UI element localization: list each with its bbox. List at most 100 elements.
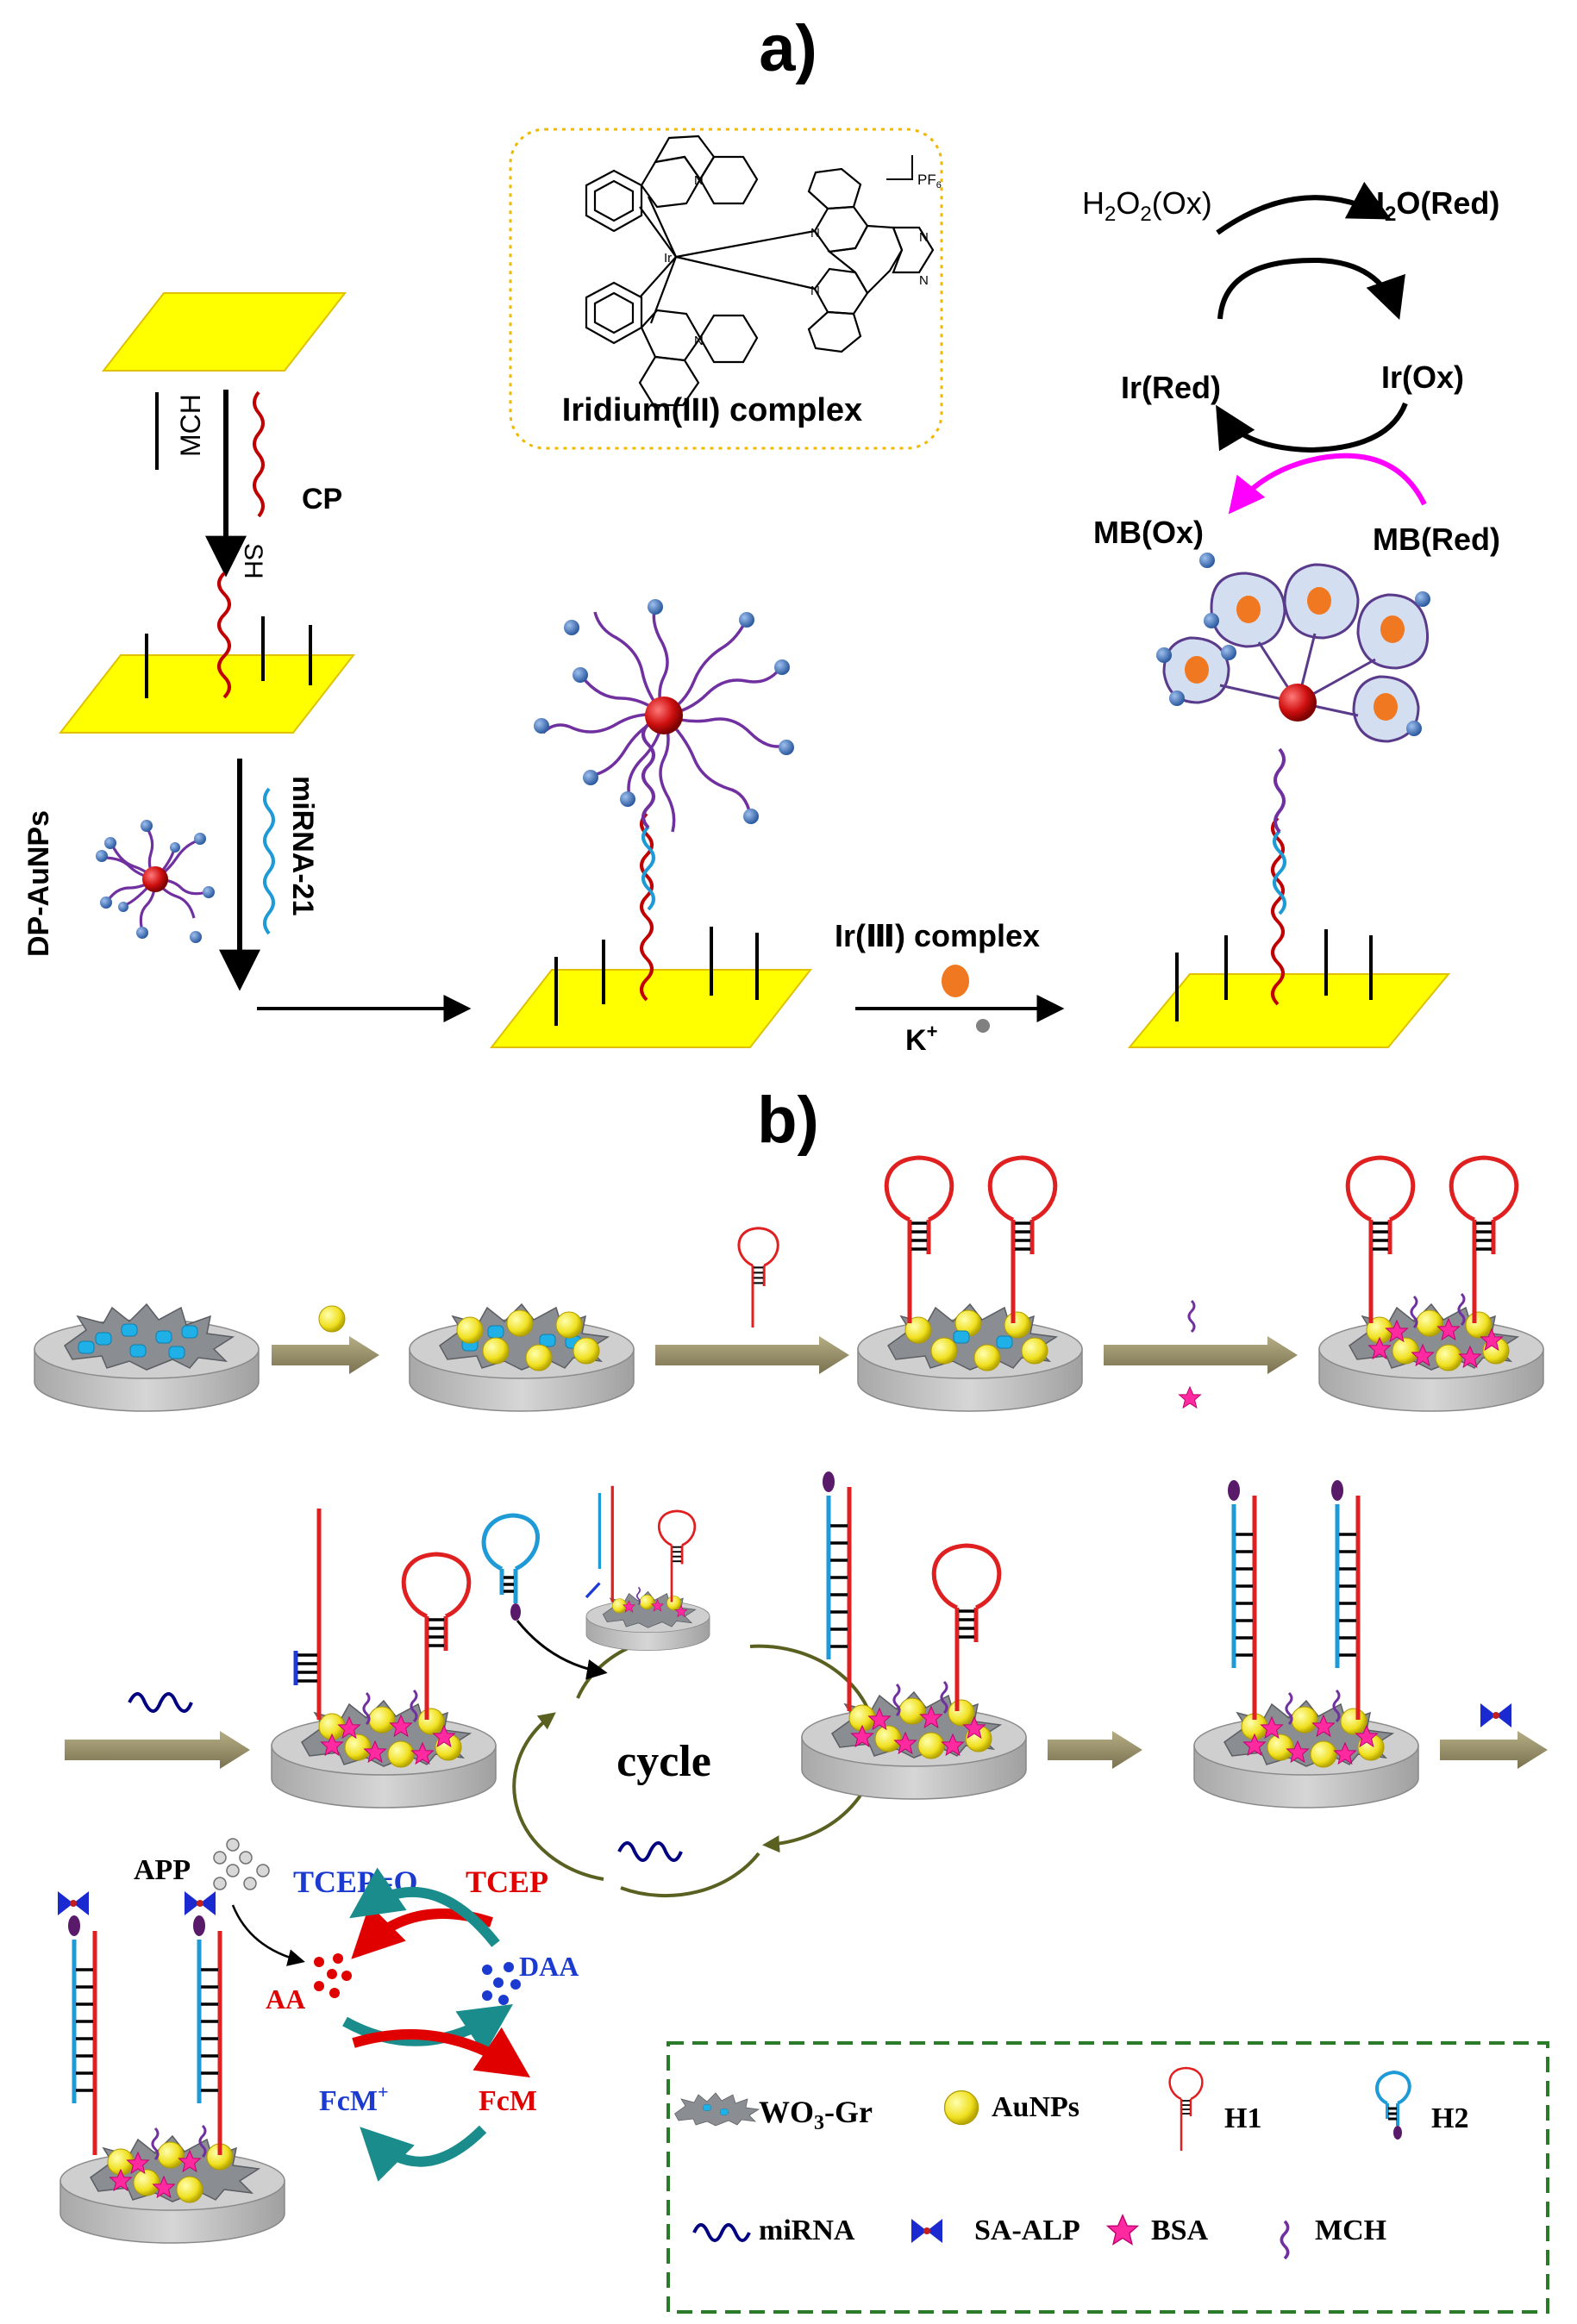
legend-box: WO3-Gr AuNPs H1 H2 miRNA SA-ALP BSA MCH (666, 2041, 1549, 2314)
electrode-step-aunps (409, 1303, 635, 1412)
fcm-teal-arrow (360, 2125, 487, 2182)
mch-layer-right (1175, 929, 1373, 1021)
legend-wo3gr-label: WO3-Gr (759, 2095, 873, 2134)
h2o2-label: H2O2(Ox) (1082, 185, 1212, 226)
aa-label: AA (266, 1984, 305, 2015)
legend-h1-icon (1168, 2066, 1204, 2152)
gold-electrode-bare (101, 292, 347, 372)
svg-text:N: N (919, 230, 929, 245)
svg-text:N: N (694, 334, 704, 348)
svg-text:N: N (694, 173, 704, 188)
k-plus-dot (976, 1019, 990, 1033)
svg-text:N: N (810, 226, 820, 241)
svg-text:N: N (919, 273, 929, 288)
olive-arrow-4 (65, 1731, 250, 1769)
electrode-final (59, 1915, 285, 2244)
mirna21-label: miRNA-21 (286, 776, 319, 915)
legend-sa-alp-label: SA-ALP (974, 2215, 1080, 2246)
mch-label: MCH (175, 394, 206, 457)
legend-sa-alp-icon (911, 2217, 961, 2245)
cp-probe (253, 390, 265, 518)
olive-arrow-1 (272, 1336, 379, 1374)
panel-b-label: b) (757, 1084, 819, 1157)
sh-label: SH (239, 543, 267, 579)
h2-reagent (481, 1513, 540, 1621)
catalytic-cycle: H2O2(Ox) H2O(Red) Ir(Red) Ir(Ox) MB(Ox) … (1082, 181, 1500, 557)
hybrid-duplex-right (1271, 816, 1285, 1006)
legend-mch-label: MCH (1315, 2215, 1386, 2246)
app-label: APP (134, 1854, 191, 1886)
dp-aunp-small (96, 820, 215, 943)
mb-ox-label: MB(Ox) (1093, 515, 1204, 550)
olive-arrow-2 (655, 1336, 849, 1374)
legend-mch-icon (1280, 2220, 1290, 2260)
iridium-complex-box: Ir N N N N N N PF6 Iridium(III) complex (509, 128, 943, 450)
electrode-step-h1 (857, 1158, 1083, 1412)
pf6-counterion: PF6 (917, 172, 942, 191)
h2-entry-arrow (516, 1620, 608, 1680)
app-to-aa-arrow (231, 1904, 305, 1966)
electrode-step-wo3gr (34, 1303, 260, 1412)
legend-bsa-label: BSA (1151, 2215, 1209, 2246)
ir-complex-dot (942, 965, 969, 997)
mirna21-strand (263, 787, 275, 935)
k-plus-label: K+ (905, 1021, 937, 1057)
cp-label: CP (302, 483, 342, 515)
legend-mirna-icon (692, 2223, 751, 2242)
mch-reagent (1187, 1299, 1196, 1334)
sa-alp-reagent (1480, 1702, 1530, 1729)
legend-h2-label: H2 (1431, 2102, 1468, 2134)
g-quadruplex-cluster (1156, 553, 1430, 743)
panel-a-label: a) (759, 12, 817, 85)
aunp-reagent (318, 1305, 346, 1333)
electrode-step-mirna-bound (271, 1509, 497, 1809)
gold-electrode-modified (58, 654, 356, 734)
legend-h2-icon (1375, 2070, 1411, 2140)
sa-alp-bound (58, 1890, 235, 1917)
olive-arrow-6 (1440, 1731, 1548, 1769)
gold-electrode-quadruplex (1127, 973, 1451, 1048)
ir-red-label: Ir(Red) (1121, 370, 1221, 405)
svg-text:N: N (810, 284, 820, 298)
aa-dots (314, 1953, 352, 1998)
app-dots (213, 1838, 270, 1890)
legend-wo3gr (674, 2092, 760, 2127)
legend-mirna-label: miRNA (759, 2215, 855, 2246)
fcm-red-arrow (352, 2027, 530, 2077)
h1-reagent (737, 1227, 779, 1329)
bsa-reagent (1179, 1386, 1201, 1409)
tcep-label: TCEP (466, 1865, 548, 1899)
electrode-step-blocked (1318, 1158, 1544, 1412)
electrode-step-one-duplex (801, 1471, 1027, 1800)
cycle-label: cycle (616, 1737, 711, 1786)
gold-electrode-hybrid (489, 969, 813, 1048)
legend-aunp-icon (943, 2090, 979, 2126)
olive-arrow-3 (1104, 1336, 1298, 1374)
mb-red-label: MB(Red) (1373, 522, 1500, 557)
legend-bsa-icon (1106, 2215, 1139, 2246)
fcm-label: FcM (479, 2085, 537, 2117)
dp-aunp-large (534, 599, 794, 833)
mch-layer-middle (554, 927, 759, 1026)
h2o-label: H2O(Red) (1362, 185, 1499, 226)
mch-layer (145, 616, 312, 698)
electrode-step-two-duplex (1193, 1480, 1419, 1809)
svg-text:Ir: Ir (664, 251, 672, 266)
aa-teal-arrow (342, 2004, 513, 2055)
mirna-reagent (128, 1692, 193, 1713)
olive-arrow-5 (1048, 1731, 1142, 1769)
iridium-atom-labels: Ir N N N N N N (664, 173, 929, 348)
cp-immobilized (217, 572, 231, 699)
legend-aunps-label: AuNPs (992, 2091, 1079, 2123)
daa-label: DAA (519, 1951, 579, 1982)
fcm-plus-label: FcM+ (319, 2081, 389, 2117)
tcep-teal-arrow (349, 1867, 500, 1947)
daa-dots (482, 1962, 521, 2005)
hybrid-duplex-middle (640, 812, 654, 1002)
ir-complex-label: Ir(Ⅲ) complex (835, 918, 1040, 953)
iridium-complex-structure (585, 134, 935, 407)
iridium-complex-title: Iridium(III) complex (562, 392, 862, 428)
dp-aunps-label: DP-AuNPs (22, 810, 55, 957)
legend-h1-label: H1 (1224, 2102, 1261, 2134)
